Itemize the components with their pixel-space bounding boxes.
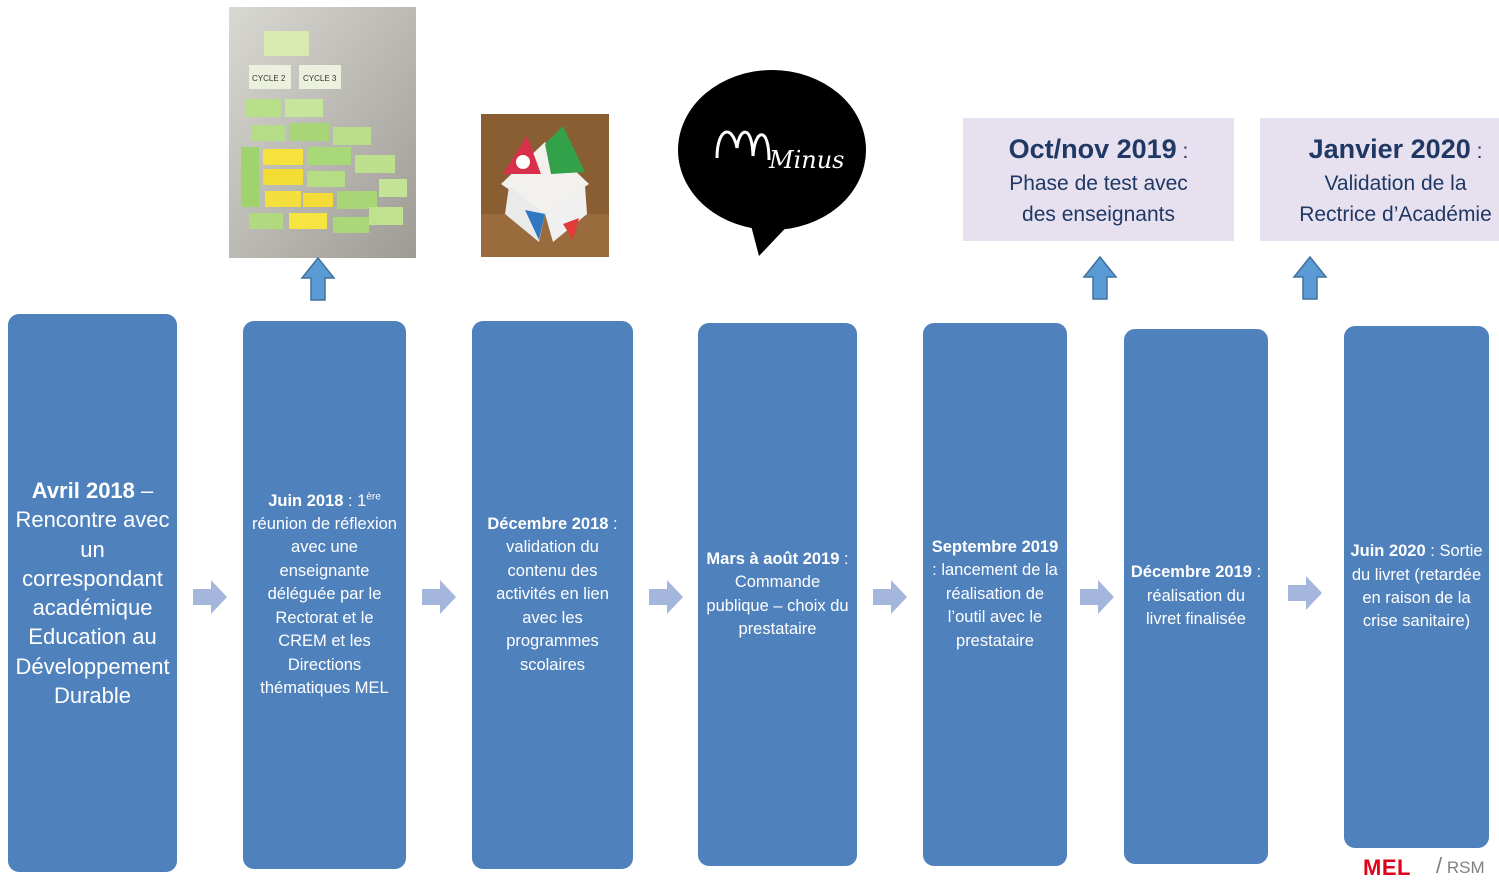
right-arrow-icon <box>1288 576 1322 610</box>
step-date: Septembre 2019 <box>931 537 1059 556</box>
timeline-step-decembre-2019: Décembre 2019 : réalisation du livret fi… <box>1124 329 1268 864</box>
step-date: Juin 2020 <box>1350 542 1426 561</box>
step-sep: : <box>932 561 942 580</box>
callout-date: Janvier 2020 <box>1308 134 1471 164</box>
step-sep: : <box>343 491 358 510</box>
timeline-step-juin-2018: Juin 2018 : 1ère réunion de réflexion av… <box>243 321 406 869</box>
step-ordinal: 1 <box>357 491 367 510</box>
up-arrow-icon <box>300 256 336 301</box>
callout-sep: : <box>1470 140 1483 163</box>
logo-separator: / <box>1436 853 1443 878</box>
step-text: Sortie du livret (retardée en raison de … <box>1351 542 1483 631</box>
step-sep: – <box>134 478 154 503</box>
step-ordinal-sup: ère <box>366 491 381 503</box>
callout-line: Rectrice d’Académie <box>1299 202 1492 226</box>
step-text: réalisation du livret finalisée <box>1146 586 1246 629</box>
step-sep: : <box>608 515 618 534</box>
timeline-step-mars-aout-2019: Mars à août 2019 : Commande publique – c… <box>698 323 857 866</box>
step-text: Commande publique – choix du prestataire <box>706 573 849 638</box>
up-arrow-icon <box>1082 255 1118 300</box>
callout-line: Phase de test avec <box>1009 172 1188 196</box>
timeline-step-juin-2020: Juin 2020 : Sortie du livret (retardée e… <box>1344 326 1489 848</box>
cycle3-label: CYCLE 3 <box>303 74 337 83</box>
callout-sep: : <box>1176 140 1189 163</box>
callout-line: des enseignants <box>1022 202 1175 226</box>
timeline-step-avril-2018: Avril 2018 – Rencontre avec un correspon… <box>8 314 177 872</box>
cycle2-label: CYCLE 2 <box>252 74 286 83</box>
minus-wordmark: Minus <box>768 146 844 174</box>
step-sep: : <box>1425 542 1440 561</box>
callout-date: Oct/nov 2019 <box>1008 134 1177 164</box>
step-date: Mars à août 2019 <box>706 549 840 568</box>
mel-logo: MEL <box>1363 855 1411 880</box>
up-arrow-icon <box>1292 255 1328 300</box>
step-date: Décembre 2018 <box>487 515 609 534</box>
step-text: réunion de réflexion avec une enseignant… <box>252 515 397 697</box>
rsm-logo: / RSM <box>1436 853 1485 879</box>
timeline-step-decembre-2018: Décembre 2018 : validation du contenu de… <box>472 321 633 869</box>
rsm-text: RSM <box>1446 858 1485 877</box>
step-date: Avril 2018 <box>31 478 135 503</box>
step-text: lancement de la réalisation de l’outil a… <box>941 561 1058 650</box>
right-arrow-icon <box>649 580 683 614</box>
minus-logo: Minus <box>677 68 867 256</box>
callout-janvier-2020: Janvier 2020 : Validation de la Rectrice… <box>1260 118 1499 241</box>
step-text: Rencontre avec un correspondant académiq… <box>15 507 170 708</box>
step-sep: : <box>1251 563 1262 582</box>
step-sep: : <box>839 549 849 568</box>
right-arrow-icon <box>422 580 456 614</box>
cootie-catcher-photo <box>481 114 609 257</box>
step-date: Juin 2018 <box>268 491 344 510</box>
callout-oct-nov-2019: Oct/nov 2019 : Phase de test avec des en… <box>963 118 1234 241</box>
wall-postit-photo: CYCLE 2 CYCLE 3 <box>229 7 416 258</box>
step-date: Décembre 2019 <box>1130 563 1252 582</box>
right-arrow-icon <box>873 580 907 614</box>
callout-line: Validation de la <box>1324 172 1467 196</box>
step-text: validation du contenu des activités en l… <box>496 538 609 674</box>
right-arrow-icon <box>193 580 227 614</box>
timeline-step-septembre-2019: Septembre 2019 : lancement de la réalisa… <box>923 323 1067 866</box>
right-arrow-icon <box>1080 580 1114 614</box>
